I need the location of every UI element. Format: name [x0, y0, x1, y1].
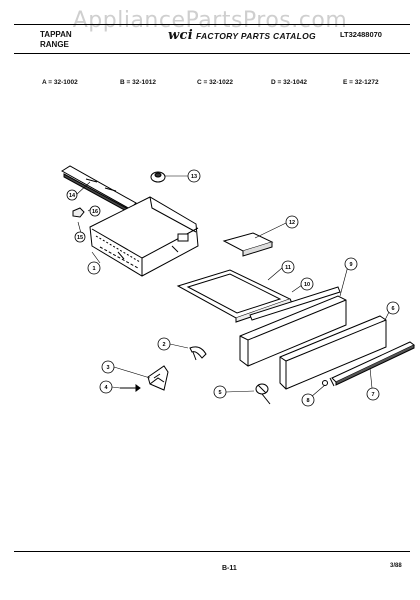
- svg-text:3: 3: [106, 365, 109, 371]
- wci-logo: wci: [168, 28, 193, 43]
- callout-15: 15: [74, 231, 86, 243]
- drawer-back-trim: [249, 286, 341, 321]
- callout-4: 4: [99, 380, 113, 394]
- header-rule: [14, 53, 410, 54]
- callout-16: 16: [89, 205, 101, 217]
- mounting-screw: [255, 383, 271, 405]
- svg-text:8: 8: [306, 398, 309, 404]
- drawer-front-panel: [239, 295, 347, 367]
- drawer-support-frame: [89, 196, 199, 277]
- svg-text:9: 9: [349, 262, 352, 268]
- callout-11: 11: [281, 260, 295, 274]
- catalog-number: LT32488070: [340, 30, 382, 39]
- watermark: AppliancePartsPros.com: [72, 8, 348, 33]
- model-c: C = 32-1022: [197, 79, 233, 86]
- model-a: A = 32-1002: [42, 79, 78, 86]
- callout-12: 12: [285, 215, 299, 229]
- screw: [120, 384, 141, 392]
- model-d: D = 32-1042: [271, 79, 307, 86]
- callout-14: 14: [66, 189, 78, 201]
- svg-text:16: 16: [92, 209, 98, 215]
- svg-text:11: 11: [285, 265, 291, 271]
- top-rail-bracket: [61, 165, 137, 214]
- model-e: E = 32-1272: [343, 79, 379, 86]
- callout-5: 5: [213, 385, 227, 399]
- svg-text:13: 13: [191, 174, 197, 180]
- svg-text:15: 15: [77, 235, 83, 241]
- drawer-pull: [189, 346, 207, 361]
- svg-text:1: 1: [92, 266, 95, 272]
- svg-text:10: 10: [304, 282, 310, 288]
- catalog-title: FACTORY PARTS CATALOG: [195, 31, 316, 41]
- svg-text:12: 12: [289, 220, 295, 226]
- drawer-trim-strip: [329, 341, 415, 387]
- brand-name: TAPPAN: [40, 30, 72, 39]
- drawer-liner-panel: [176, 269, 293, 323]
- callout-8: 8: [301, 393, 315, 407]
- callout-1: 1: [87, 261, 101, 275]
- svg-text:2: 2: [162, 342, 165, 348]
- washer: [322, 380, 328, 386]
- drawer-side-bracket: [147, 365, 169, 391]
- svg-text:4: 4: [104, 385, 108, 391]
- insulation-pad: [222, 232, 274, 257]
- drawer-outer-panel: [279, 315, 387, 390]
- callout-13: 13: [187, 169, 201, 183]
- callout-10: 10: [300, 277, 314, 291]
- revision-date: 3/88: [390, 563, 402, 569]
- glide-bumper: [150, 171, 166, 183]
- product-type: RANGE: [40, 40, 69, 49]
- svg-text:7: 7: [371, 392, 374, 398]
- bottom-rule: [14, 551, 410, 552]
- small-nut: [72, 207, 85, 218]
- callout-2: 2: [157, 337, 171, 351]
- page-number: B-11: [222, 565, 237, 572]
- svg-text:5: 5: [218, 390, 221, 396]
- callout-6: 6: [386, 301, 400, 315]
- model-b: B = 32-1012: [120, 79, 156, 86]
- top-rule: [14, 24, 410, 25]
- svg-text:14: 14: [69, 193, 76, 199]
- callout-7: 7: [366, 387, 380, 401]
- svg-text:6: 6: [391, 306, 394, 312]
- callout-3: 3: [101, 360, 115, 374]
- callout-9: 9: [344, 257, 358, 271]
